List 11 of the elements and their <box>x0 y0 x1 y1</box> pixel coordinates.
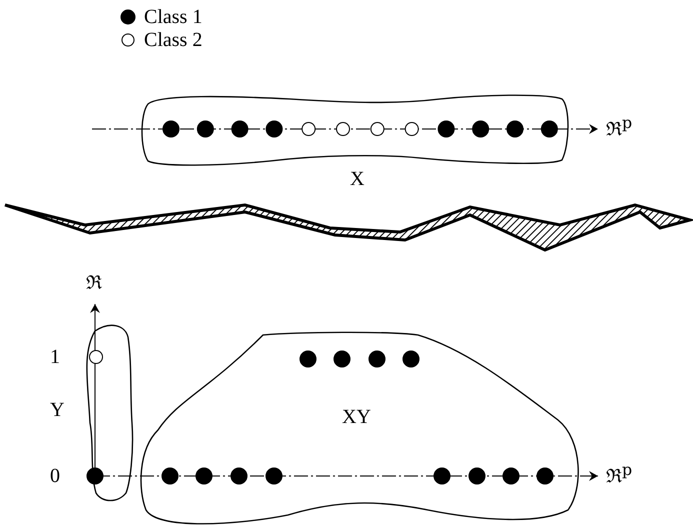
tick-label: 0 <box>50 465 60 487</box>
axis-label: ℜ$^{p}$ <box>606 112 632 140</box>
region-label: XY <box>342 406 371 428</box>
axis-label: ℜ <box>86 272 102 294</box>
region-label: Y <box>50 399 64 421</box>
legend-label: Class 1 <box>144 6 202 28</box>
tick-label: 1 <box>50 346 60 368</box>
legend-label: Class 2 <box>144 29 202 51</box>
region-label: X <box>350 168 364 190</box>
axis-label: ℜ$^{p}$ <box>606 459 632 488</box>
hatched-band <box>3 203 692 252</box>
